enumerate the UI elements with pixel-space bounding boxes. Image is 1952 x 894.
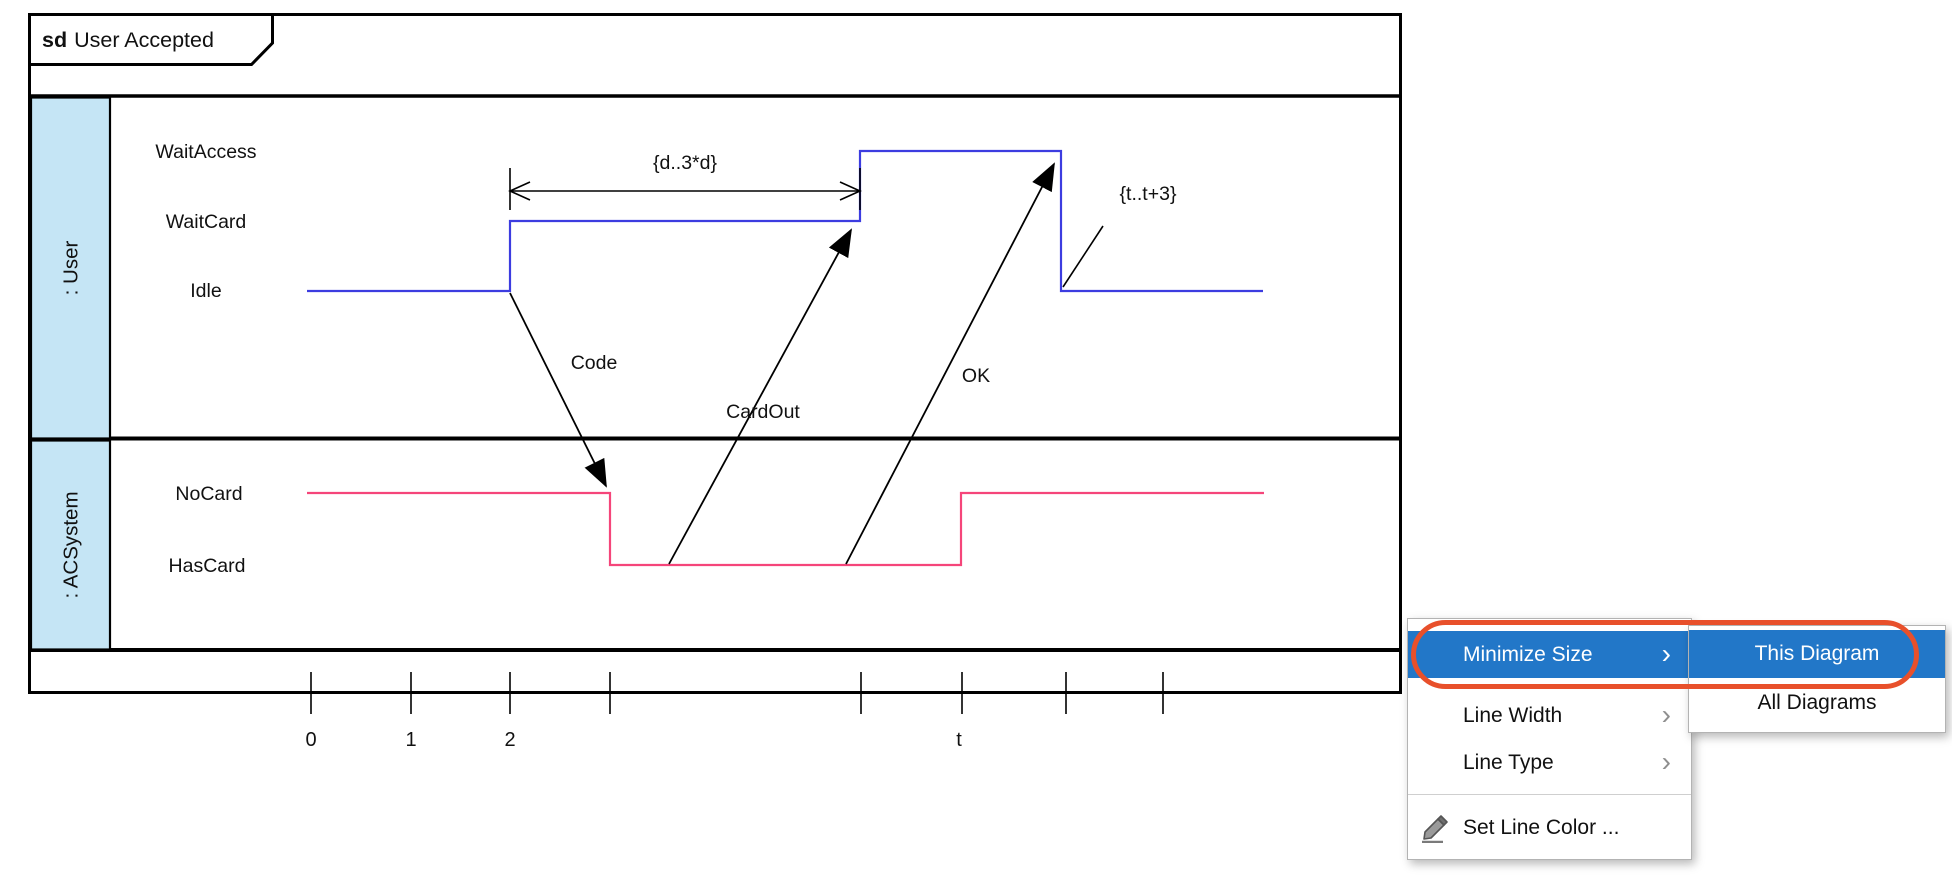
context-submenu: This Diagram All Diagrams (1688, 625, 1946, 733)
submenu-item-label: This Diagram (1754, 642, 1880, 665)
submenu-item-label: All Diagrams (1757, 691, 1877, 714)
frame-title-text: User Accepted (74, 28, 214, 52)
tick-label-1: 1 (405, 729, 416, 751)
menu-separator (1408, 794, 1691, 795)
message-code-arrow[interactable] (509, 292, 607, 488)
message-ok-arrow[interactable] (845, 162, 1055, 565)
tick-label-2: 2 (504, 729, 515, 751)
menu-item-label: Set Line Color ... (1463, 815, 1620, 839)
state-label-waitaccess[interactable]: WaitAccess (155, 141, 256, 163)
duration-constraint-label: {d..3*d} (653, 152, 717, 174)
message-cardout-label[interactable]: CardOut (726, 401, 800, 423)
message-cardout-arrow[interactable] (668, 228, 852, 565)
time-constraint-label: {t..t+3} (1120, 183, 1177, 205)
lifeline-box-acsystem[interactable] (29, 439, 112, 651)
menu-item-line-type[interactable]: Line Type › (1408, 739, 1691, 786)
lifeline-name-user[interactable]: : User (60, 240, 83, 295)
context-menu: Minimize Size › Line Width › Line Type ›… (1407, 618, 1692, 860)
submenu-chevron-icon: › (1661, 745, 1671, 777)
menu-item-label: Minimize Size (1463, 642, 1593, 666)
menu-item-line-width[interactable]: Line Width › (1408, 692, 1691, 739)
menu-item-label: Line Type (1463, 750, 1554, 774)
menu-item-set-line-color[interactable]: Set Line Color ... (1408, 804, 1691, 851)
tick-label-0: 0 (305, 729, 316, 751)
menu-item-label: Line Width (1463, 703, 1563, 727)
state-label-idle[interactable]: Idle (190, 280, 221, 302)
message-ok-label[interactable]: OK (962, 365, 990, 387)
submenu-item-this-diagram[interactable]: This Diagram (1689, 630, 1945, 678)
user-state-timeline[interactable] (307, 149, 1263, 293)
time-constraint[interactable]: {t..t+3} (1062, 183, 1177, 288)
time-ruler (310, 672, 1164, 714)
message-code-label[interactable]: Code (571, 352, 618, 374)
frame-title: sd User Accepted (42, 28, 214, 52)
submenu-chevron-icon: › (1661, 698, 1671, 730)
state-label-waitcard[interactable]: WaitCard (166, 211, 247, 233)
diagram-frame (28, 13, 1402, 694)
acsystem-state-timeline[interactable] (307, 491, 1264, 567)
submenu-item-all-diagrams[interactable]: All Diagrams (1689, 678, 1945, 728)
lifeline-name-acsystem[interactable]: : ACSystem (60, 491, 83, 598)
state-label-nocard[interactable]: NoCard (175, 483, 242, 505)
lifeline-box-user[interactable] (29, 96, 112, 440)
frame-keyword: sd (42, 28, 67, 52)
frame-name-pentagon (28, 13, 274, 66)
tick-label-t: t (956, 729, 962, 751)
state-label-hascard[interactable]: HasCard (169, 555, 246, 577)
menu-item-minimize-size[interactable]: Minimize Size › (1408, 631, 1691, 678)
duration-constraint[interactable]: {d..3*d} (508, 152, 862, 210)
submenu-chevron-icon: › (1661, 637, 1671, 669)
pencil-icon (1422, 814, 1448, 843)
